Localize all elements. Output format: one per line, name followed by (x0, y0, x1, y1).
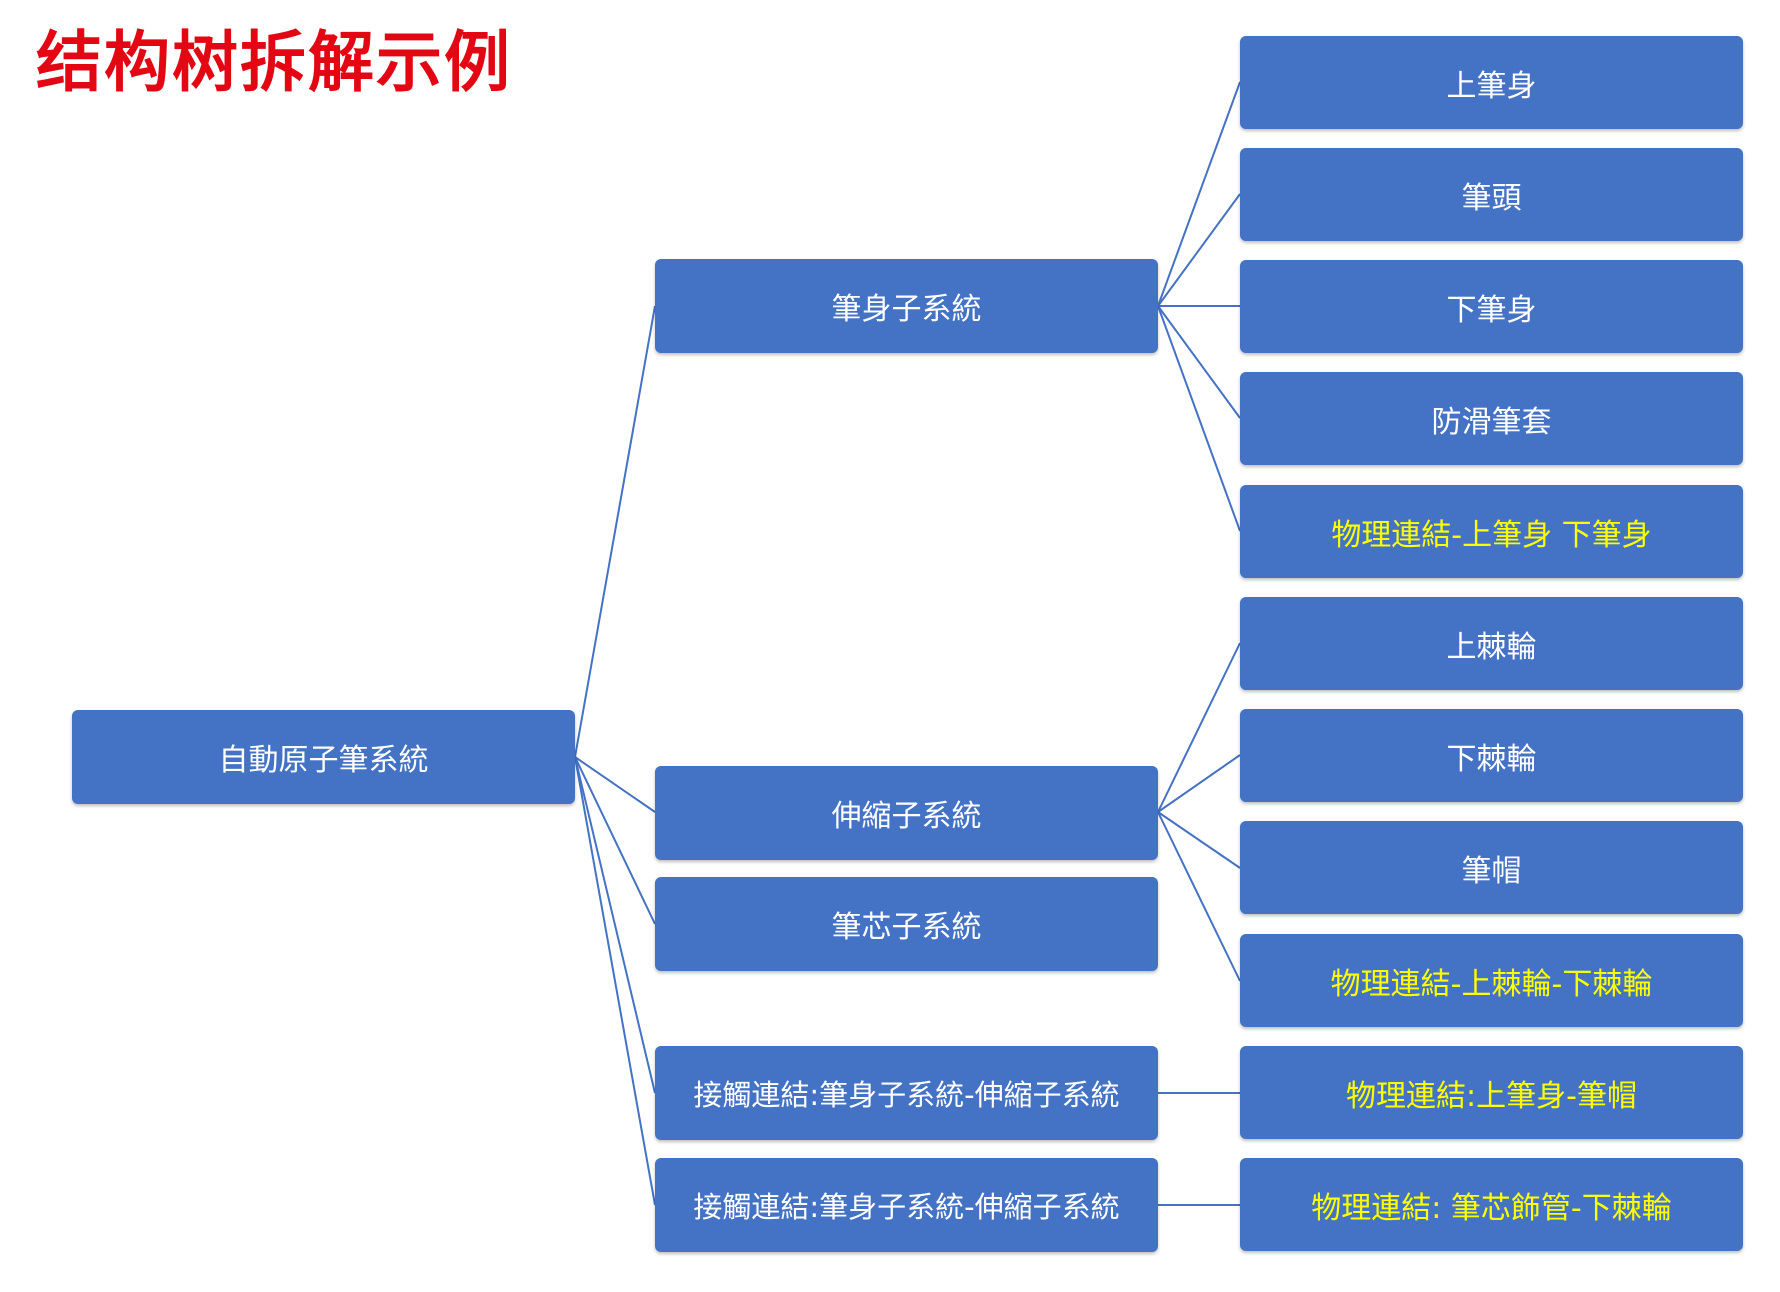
part-node: 上筆身 (1240, 36, 1743, 129)
connector-line (1157, 305, 1241, 532)
connector-line (1157, 642, 1241, 813)
part-node: 上棘輪 (1240, 597, 1743, 690)
part-node: 下棘輪 (1240, 709, 1743, 802)
connector-line (574, 756, 656, 1094)
connector-line (574, 756, 656, 813)
connector-line (1157, 81, 1241, 307)
subsystem-node: 伸縮子系統 (655, 766, 1158, 860)
connector-line (574, 756, 656, 1206)
subsystem-node: 接觸連結:筆身子系統-伸縮子系統 (655, 1158, 1158, 1252)
connection-node: 物理連結:上筆身-筆帽 (1240, 1046, 1743, 1139)
subsystem-node: 接觸連結:筆身子系統-伸縮子系統 (655, 1046, 1158, 1140)
connection-node: 物理連結: 筆芯飾管-下棘輪 (1240, 1158, 1743, 1251)
subsystem-node: 筆身子系統 (655, 259, 1158, 353)
connector-line (1157, 193, 1241, 307)
connector-line (574, 305, 656, 758)
root-node: 自動原子筆系統 (72, 710, 575, 804)
connector-line (1157, 811, 1241, 982)
connection-node: 物理連結-上棘輪-下棘輪 (1240, 934, 1743, 1027)
part-node: 筆頭 (1240, 148, 1743, 241)
page-title: 结构树拆解示例 (36, 24, 512, 101)
part-node: 防滑筆套 (1240, 372, 1743, 465)
connector-line (574, 756, 656, 925)
connection-node: 物理連結-上筆身 下筆身 (1240, 485, 1743, 578)
connector-line (1157, 811, 1241, 869)
part-node: 下筆身 (1240, 260, 1743, 353)
connector-line (1157, 305, 1241, 419)
part-node: 筆帽 (1240, 821, 1743, 914)
subsystem-node: 筆芯子系統 (655, 877, 1158, 971)
connector-line (1157, 754, 1241, 813)
